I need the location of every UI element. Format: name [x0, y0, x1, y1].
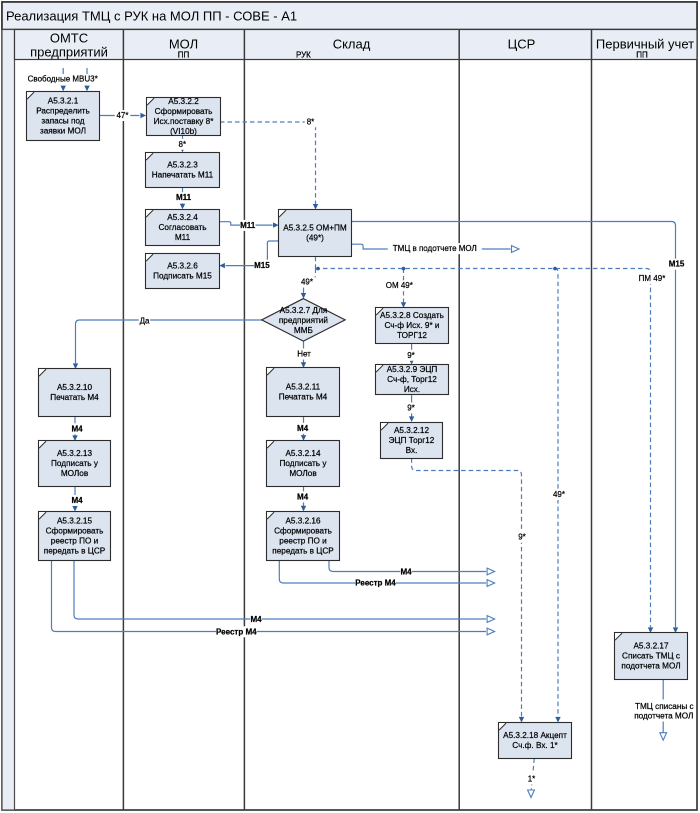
svg-text:Да: Да	[140, 317, 150, 326]
svg-text:ПП: ПП	[636, 50, 648, 59]
svg-text:реестр ПО и: реестр ПО и	[279, 537, 326, 546]
svg-text:9*: 9*	[518, 533, 526, 542]
svg-text:подотчета МОЛ: подотчета МОЛ	[634, 712, 693, 721]
svg-text:А5.3.2.5 ОМ+ПМ: А5.3.2.5 ОМ+ПМ	[283, 224, 347, 233]
svg-text:49*: 49*	[301, 278, 313, 287]
svg-text:Сч-ф Исх. 9* и: Сч-ф Исх. 9* и	[384, 321, 439, 330]
svg-text:9*: 9*	[407, 351, 415, 360]
svg-text:ТОРГ12: ТОРГ12	[397, 331, 427, 340]
svg-text:А5.3.2.3: А5.3.2.3	[167, 161, 198, 170]
svg-text:М4: М4	[250, 615, 262, 624]
svg-text:М11: М11	[240, 221, 256, 230]
svg-text:Подписать у: Подписать у	[51, 459, 99, 468]
svg-text:ЦСР: ЦСР	[508, 37, 536, 52]
svg-text:Реализация ТМЦ с РУК на МОЛ ПП: Реализация ТМЦ с РУК на МОЛ ПП - СОВЕ - …	[6, 8, 297, 23]
svg-text:Сч.ф. Вх. 1*: Сч.ф. Вх. 1*	[512, 741, 558, 750]
svg-text:заявки МОЛ: заявки МОЛ	[40, 126, 86, 135]
svg-text:Реестр М4: Реестр М4	[355, 578, 396, 587]
svg-text:Печатать М4: Печатать М4	[50, 393, 99, 402]
svg-text:ОМ 49*: ОМ 49*	[386, 281, 413, 290]
svg-text:ЭЦП Торг12: ЭЦП Торг12	[389, 436, 435, 445]
svg-text:Сч-ф, Торг12: Сч-ф, Торг12	[387, 375, 437, 384]
svg-text:А5.3.2.15: А5.3.2.15	[57, 517, 92, 526]
svg-text:МОЛов: МОЛов	[289, 469, 316, 478]
svg-text:передать в ЦСР: передать в ЦСР	[272, 546, 334, 555]
svg-text:Сформировать: Сформировать	[155, 107, 213, 116]
svg-text:М15: М15	[669, 260, 685, 269]
svg-text:А5.3.2.16: А5.3.2.16	[285, 517, 320, 526]
svg-text:ТМЦ списаны с: ТМЦ списаны с	[635, 702, 694, 711]
svg-text:предприятий: предприятий	[279, 316, 328, 325]
svg-text:М4: М4	[71, 424, 83, 433]
svg-text:Нет: Нет	[297, 350, 311, 359]
svg-text:передать в ЦСР: передать в ЦСР	[44, 546, 106, 555]
svg-text:Исх.поставку 8*: Исх.поставку 8*	[154, 117, 215, 126]
svg-text:Склад: Склад	[333, 37, 371, 52]
svg-text:ТМЦ в подотчете МОЛ: ТМЦ в подотчете МОЛ	[393, 244, 477, 253]
svg-text:А5.3.2.7 Для: А5.3.2.7 Для	[280, 306, 328, 315]
svg-text:ММБ: ММБ	[294, 326, 313, 335]
svg-text:подотчета МОЛ: подотчета МОЛ	[621, 661, 680, 670]
svg-text:А5.3.2.10: А5.3.2.10	[57, 383, 92, 392]
svg-text:Свободные МВU3*: Свободные МВU3*	[28, 75, 98, 84]
svg-text:М4: М4	[71, 496, 83, 505]
svg-text:Вх.: Вх.	[406, 446, 418, 455]
svg-text:А5.3.2.14: А5.3.2.14	[285, 449, 320, 458]
svg-text:Распределить: Распределить	[36, 107, 90, 116]
svg-text:предприятий: предприятий	[30, 44, 108, 59]
svg-text:М4: М4	[400, 567, 412, 576]
svg-text:Напечатать М11: Напечатать М11	[152, 170, 214, 179]
svg-text:М15: М15	[254, 261, 270, 270]
svg-text:М4: М4	[297, 492, 309, 501]
svg-text:(49*): (49*)	[306, 233, 324, 242]
svg-text:РУК: РУК	[296, 51, 311, 60]
svg-text:реестр ПО и: реестр ПО и	[51, 537, 98, 546]
svg-text:Реестр М4: Реестр М4	[216, 627, 257, 636]
svg-text:М11: М11	[175, 233, 191, 242]
svg-text:8*: 8*	[179, 140, 187, 149]
svg-text:Подписать у: Подписать у	[280, 459, 328, 468]
svg-text:47*: 47*	[116, 111, 128, 120]
svg-text:49*: 49*	[553, 490, 565, 499]
svg-text:Согласовать: Согласовать	[159, 223, 207, 232]
svg-text:1*: 1*	[528, 775, 536, 784]
svg-text:А5.3.2.4: А5.3.2.4	[167, 213, 198, 222]
svg-text:Исх.: Исх.	[404, 385, 420, 394]
svg-text:А5.3.2.13: А5.3.2.13	[57, 449, 92, 458]
svg-text:ОМТС: ОМТС	[50, 30, 88, 45]
svg-text:А5.3.2.11: А5.3.2.11	[286, 383, 321, 392]
svg-text:А5.3.2.2: А5.3.2.2	[168, 97, 199, 106]
svg-text:ПП: ПП	[178, 50, 190, 59]
svg-text:А5.3.2.18 Акцепт: А5.3.2.18 Акцепт	[503, 731, 567, 740]
svg-text:МОЛ: МОЛ	[169, 37, 198, 52]
svg-text:А5.3.2.9 ЭЦП: А5.3.2.9 ЭЦП	[387, 365, 438, 374]
svg-text:8*: 8*	[307, 117, 315, 126]
svg-text:(VI10b): (VI10b)	[170, 127, 197, 136]
svg-text:Подписать М15: Подписать М15	[153, 271, 212, 280]
svg-text:М4: М4	[297, 424, 309, 433]
svg-text:Сформировать: Сформировать	[46, 527, 104, 536]
svg-text:А5.3.2.17: А5.3.2.17	[633, 642, 668, 651]
svg-text:А5.3.2.6: А5.3.2.6	[167, 262, 198, 271]
svg-text:запасы под: запасы под	[41, 117, 84, 126]
svg-text:МОЛов: МОЛов	[61, 469, 88, 478]
svg-text:А5.3.2.8 Создать: А5.3.2.8 Создать	[380, 311, 444, 320]
svg-text:Первичный учет: Первичный учет	[596, 37, 694, 52]
svg-text:Списать ТМЦ с: Списать ТМЦ с	[622, 652, 680, 661]
svg-text:ПМ 49*: ПМ 49*	[639, 274, 666, 283]
svg-text:М11: М11	[176, 193, 192, 202]
svg-text:А5.3.2.1: А5.3.2.1	[48, 97, 79, 106]
svg-text:Сформировать: Сформировать	[274, 527, 332, 536]
svg-text:А5.3.2.12: А5.3.2.12	[394, 426, 429, 435]
svg-text:Печатать М4: Печатать М4	[279, 392, 328, 401]
svg-text:9*: 9*	[407, 404, 415, 413]
